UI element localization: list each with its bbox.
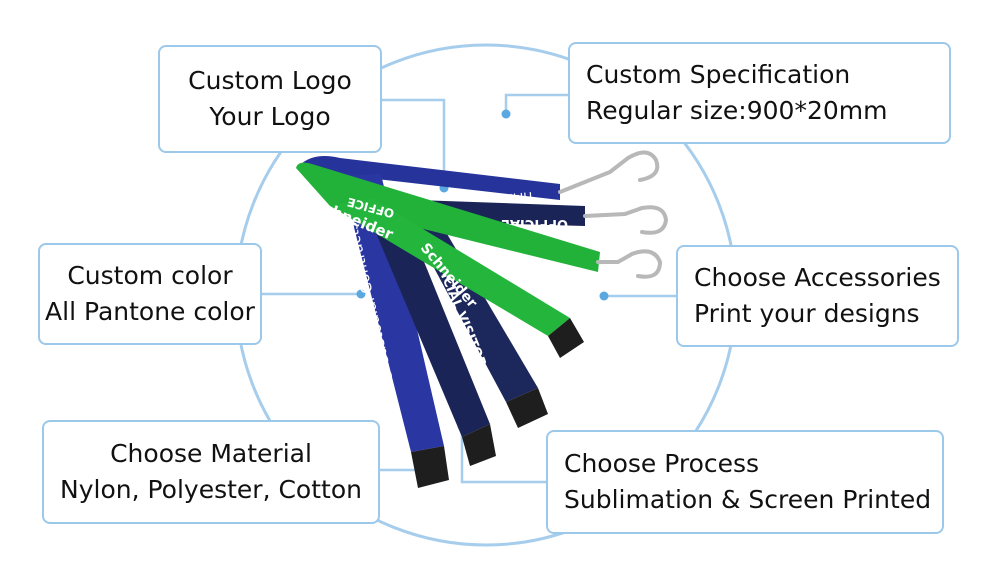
callout-custom-specification: Custom Specification Regular size:900*20… [568,42,951,144]
callout-color-detail: All Pantone color [45,297,255,326]
lanyard-navy-strap-1 [368,210,490,437]
callout-custom-logo: Custom Logo Your Logo [158,45,382,153]
callout-process-detail: Sublimation & Screen Printed [564,485,932,514]
lanyard-blue-upper [301,156,560,200]
callout-color-title: Custom color [67,261,233,290]
callout-specification-title: Custom Specification [586,60,851,89]
buckle-clip-1 [411,446,449,488]
callout-accessories-detail: Print your designs [694,299,920,328]
buckle-clip-3 [506,388,548,428]
callout-material-title: Choose Material [110,439,312,468]
callout-specification-detail: Regular size:900*20mm [586,96,888,125]
callout-choose-material: Choose Material Nylon, Polyester, Cotton [42,420,380,524]
hook-3 [596,249,663,279]
connector-specification [504,93,569,114]
callout-logo-title: Custom Logo [188,66,352,95]
lanyard-green-upper [296,162,600,272]
metal-hooks [558,150,669,279]
callout-accessories-title: Choose Accessories [694,263,941,292]
buckle-clip-2 [462,424,496,466]
lanyard-blue-strap [341,174,444,452]
callout-process-title: Choose Process [564,449,760,478]
hook-1 [558,150,660,194]
callout-logo-detail: Your Logo [209,102,331,131]
callout-choose-accessories: Choose Accessories Print your designs [676,245,959,347]
connector-logo [381,98,446,188]
lanyard-green-strap [330,198,570,336]
dot-accessories [599,291,609,301]
dot-specification [501,109,511,119]
buckle-clip-4 [548,318,584,358]
hook-2 [583,205,669,235]
connector-process [460,426,547,484]
callout-choose-process: Choose Process Sublimation & Screen Prin… [546,430,944,534]
dot-color [356,289,366,299]
callout-custom-color: Custom color All Pantone color [38,243,262,345]
callout-material-detail: Nylon, Polyester, Cotton [60,475,362,504]
buckle-clips [411,318,584,488]
